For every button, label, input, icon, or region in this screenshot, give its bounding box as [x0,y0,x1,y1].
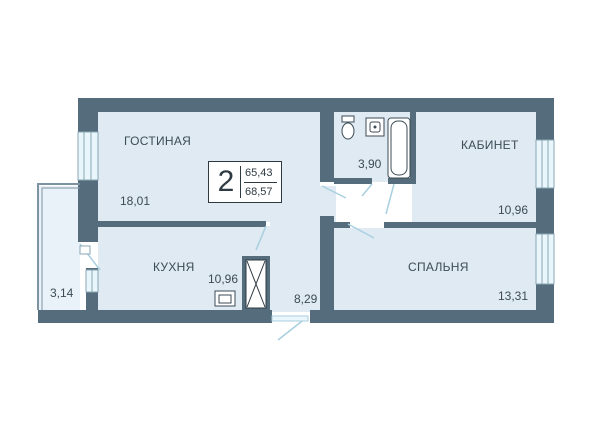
balcony-rail [37,183,80,310]
ventilation-shaft-icon [242,256,270,312]
toilet-icon [341,115,355,140]
kitchen-sink-icon [214,290,236,307]
room-area-bedroom: 13,31 [498,289,529,303]
wall-living-kitchen [98,221,266,227]
room-count: 2 [217,165,235,198]
entrance-door [271,315,309,322]
bathtub-icon [387,117,411,179]
floor-balcony [38,186,80,310]
room-area-living: 18,01 [120,194,151,208]
living-area: 65,43 [245,167,273,179]
total-area: 68,57 [245,186,273,198]
room-area-hallway: 8,29 [294,292,318,306]
wall-bottom-right [310,310,554,323]
room-area-balcony: 3,14 [50,286,74,300]
wall-hall-left [320,112,334,182]
room-area-bathroom: 3,90 [358,157,382,171]
wall-right [536,98,554,323]
floor-bedroom [334,228,536,312]
balcony-rail-inner [41,187,80,310]
room-area-kitchen: 10,96 [208,272,239,286]
wall-top [78,98,554,112]
wall-bed-left-stub [334,222,350,228]
window-living [77,131,99,181]
room-name-bedroom: СПАЛЬНЯ [408,260,469,274]
wall-study-bedroom [384,222,536,228]
window-bedroom [535,233,555,285]
floor-hallway [270,186,322,312]
wall-hall-stub [320,216,334,312]
wall-bath-study [410,112,416,184]
badge-hline [244,182,277,183]
sink-icon [365,117,385,137]
wall-bath-bottom [334,178,372,184]
balcony-door-frame [79,245,91,255]
window-study [535,139,555,189]
window-kitchen [85,269,99,293]
badge-divider [240,166,241,198]
room-name-living: ГОСТИНАЯ [124,134,192,148]
door-swings [79,183,395,341]
room-area-study: 10,96 [498,203,529,217]
apartment-badge: 2 65,43 68,57 [208,161,282,203]
room-name-kitchen: КУХНЯ [153,260,195,274]
wall-bottom [38,310,272,323]
floor-study [412,112,536,222]
room-name-study: КАБИНЕТ [461,138,519,152]
wall-bath-bottom-r [388,178,416,184]
